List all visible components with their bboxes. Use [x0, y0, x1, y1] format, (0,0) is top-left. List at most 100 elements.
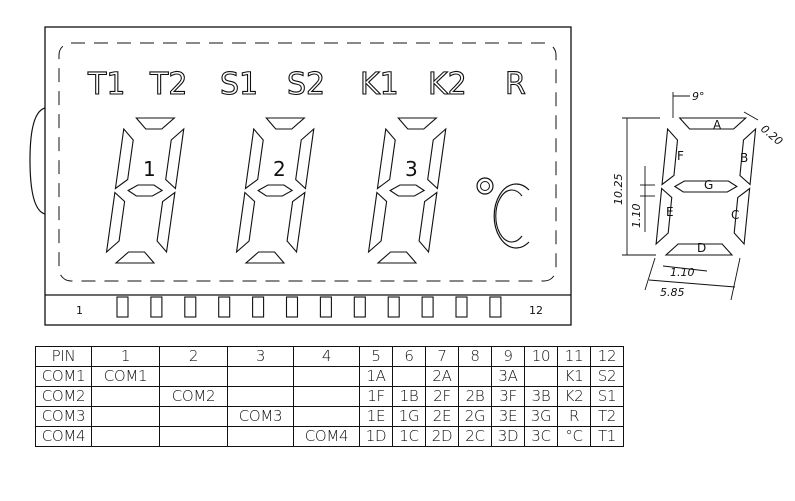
- dim-width-ext-left: [644, 257, 656, 291]
- digit-2-segment-a: [265, 117, 306, 130]
- digit-3-segment-c: [418, 191, 438, 254]
- digit-1-segment-f: [114, 127, 134, 190]
- table-header-cell: PIN: [35, 346, 92, 367]
- pin-12: [489, 296, 502, 318]
- table-cell: COM3: [35, 406, 92, 427]
- dim-angle-label: 9°: [692, 90, 705, 103]
- detail-letter-c: C: [731, 208, 739, 222]
- indicator-s1: S1: [220, 67, 258, 102]
- pin-4: [218, 296, 231, 318]
- dim-stroke-label: 0.20: [758, 122, 785, 148]
- detail-segment-d: [664, 243, 734, 256]
- pin-3: [184, 296, 197, 318]
- dim-stroke-leader: [743, 111, 759, 121]
- table-cell: 2E: [425, 406, 459, 427]
- table-cell: COM4: [293, 426, 360, 447]
- table-cell: 1C: [392, 426, 426, 447]
- digit-1-segment-a: [135, 117, 176, 130]
- pin-9: [387, 296, 400, 318]
- detail-letter-e: E: [666, 205, 674, 219]
- detail-letter-d: D: [697, 241, 706, 255]
- table-cell: [293, 386, 360, 407]
- pin-1: [116, 296, 129, 318]
- indicator-k2: K2: [428, 67, 467, 102]
- indicator-r: R: [505, 67, 526, 102]
- table-cell: 2B: [458, 386, 492, 407]
- detail-letter-g: G: [704, 178, 713, 192]
- table-cell: 2G: [458, 406, 492, 427]
- table-cell: 2D: [425, 426, 459, 447]
- table-cell: [293, 406, 360, 427]
- pin-label-first: 1: [76, 304, 83, 317]
- digit-3: 3: [367, 117, 447, 264]
- table-header-cell: 8: [458, 346, 492, 367]
- dim-bottomseg-line: [662, 265, 708, 272]
- table-cell: 1E: [359, 406, 393, 427]
- celsius-c-outer: [493, 183, 530, 249]
- lcd-outline: [44, 26, 572, 326]
- digit-1-segment-c: [156, 191, 176, 254]
- dim-segment-label: 1.10: [630, 204, 643, 229]
- pin-2: [150, 296, 163, 318]
- table-cell: COM2: [159, 386, 228, 407]
- pin-7: [319, 296, 332, 318]
- table-cell: COM3: [227, 406, 294, 427]
- table-header-cell: 3: [227, 346, 294, 367]
- table-header-cell: 10: [524, 346, 558, 367]
- digit-3-segment-d: [376, 251, 418, 264]
- detail-letter-a: A: [713, 118, 722, 132]
- digit-label-1: 1: [143, 157, 156, 181]
- table-cell: COM4: [35, 426, 92, 447]
- table-cell: [159, 426, 228, 447]
- table-cell: °C: [557, 426, 591, 447]
- degree-symbol-inner: [480, 181, 490, 191]
- table-cell: T2: [590, 406, 624, 427]
- pin-label-last: 12: [529, 304, 543, 317]
- detail-segment-g: [673, 180, 738, 193]
- indicator-t2: T2: [149, 67, 187, 102]
- detail-segment-e: [655, 187, 673, 246]
- pin-row: 1 12: [76, 296, 543, 318]
- digit-2-segment-c: [286, 191, 306, 254]
- table-cell: 3E: [491, 406, 525, 427]
- table-cell: [227, 366, 294, 387]
- table-cell: [392, 366, 426, 387]
- indicator-t1: T1: [87, 67, 125, 102]
- dim-height-label: 10.25: [612, 174, 625, 206]
- table-cell: COM1: [91, 366, 160, 387]
- table-cell: 3D: [491, 426, 525, 447]
- table-header-cell: 7: [425, 346, 459, 367]
- digit-1: 1: [105, 117, 185, 264]
- table-header-cell: 9: [491, 346, 525, 367]
- table-cell: [91, 426, 160, 447]
- digit-label-3: 3: [405, 157, 418, 181]
- table-cell: 1A: [359, 366, 393, 387]
- detail-letter-b: B: [740, 151, 748, 165]
- table-cell: 1B: [392, 386, 426, 407]
- table-cell: [159, 406, 228, 427]
- table-cell: [524, 366, 558, 387]
- detail-segment-c: [733, 187, 751, 246]
- viewing-area-dashed: [58, 42, 557, 282]
- table-header-cell: 6: [392, 346, 426, 367]
- digit-1-segment-d: [114, 251, 156, 264]
- table-header-cell: 1: [91, 346, 160, 367]
- table-cell: K1: [557, 366, 591, 387]
- table-cell: K2: [557, 386, 591, 407]
- table-cell: [91, 406, 160, 427]
- table-header-cell: 2: [159, 346, 228, 367]
- digit-1-segment-e: [105, 191, 126, 254]
- detail-segment-f: [661, 127, 679, 186]
- table-cell: [293, 366, 360, 387]
- table-cell: 3A: [491, 366, 525, 387]
- table-cell: [458, 366, 492, 387]
- table-cell: 1F: [359, 386, 393, 407]
